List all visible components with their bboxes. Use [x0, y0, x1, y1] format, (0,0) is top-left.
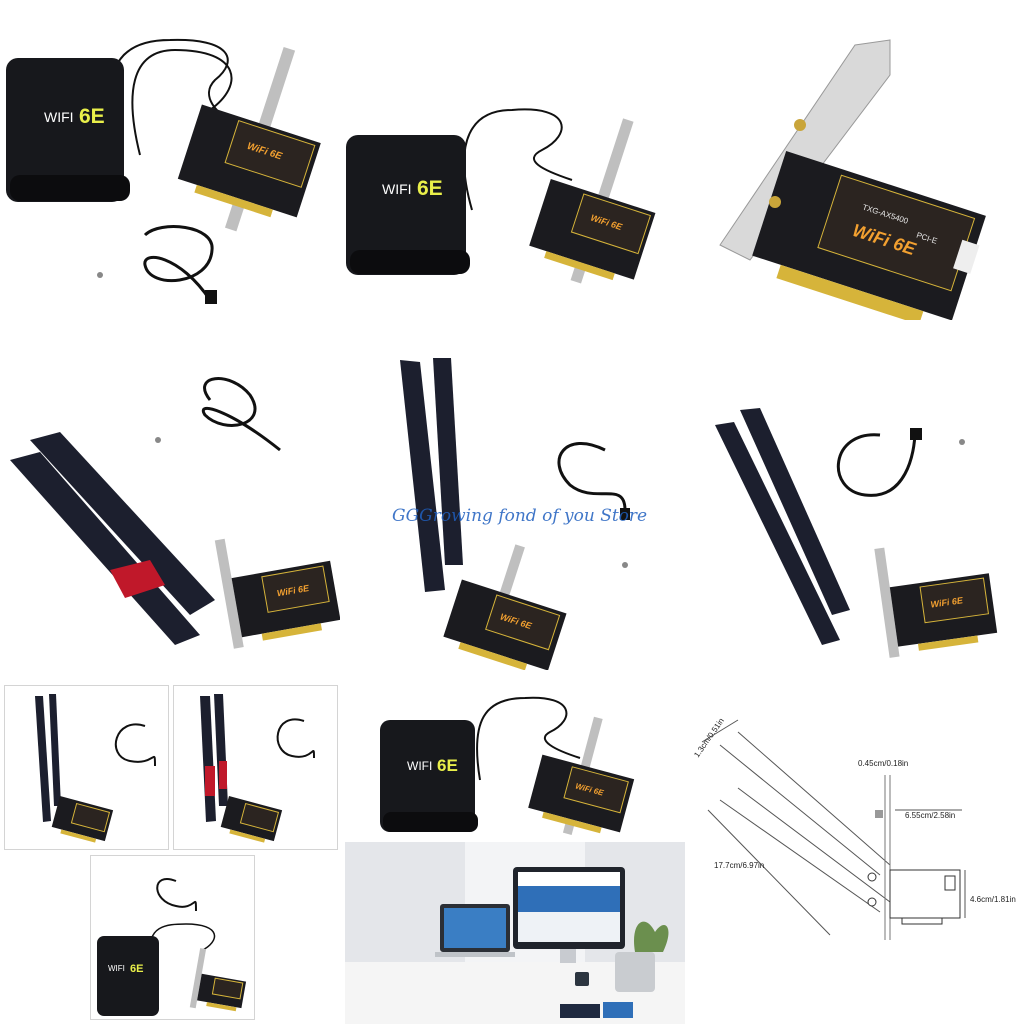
- tile-dimension-diagram: 1.3cm/0.51in 0.45cm/0.18in 6.55cm/2.58in…: [690, 690, 1024, 970]
- dim-bracket-thickness: 0.45cm/0.18in: [858, 759, 908, 768]
- thumbnail-red-antennas[interactable]: [173, 685, 338, 850]
- tile-red-antennas[interactable]: WiFi 6E: [0, 370, 340, 670]
- store-watermark: GGGrowing fond of you Store: [392, 506, 648, 526]
- product-photo: WIFI 6E WiFi 6E: [380, 696, 635, 835]
- lifestyle-photo: [345, 842, 685, 1024]
- dim-card-height: 4.6cm/1.81in: [970, 895, 1016, 904]
- tile-card-closeup[interactable]: TXG-AX5400 PCI-E WiFi 6E: [700, 30, 1024, 320]
- tile-tall-antennas[interactable]: WiFi 6E: [345, 350, 675, 670]
- card-label: WiFi 6E: [930, 595, 964, 610]
- thumbnail-black-antennas[interactable]: [4, 685, 169, 850]
- thumbnail-base-kit[interactable]: WIFI 6E: [90, 855, 255, 1020]
- dimension-diagram: 1.3cm/0.51in 0.45cm/0.18in 6.55cm/2.58in…: [692, 716, 1016, 940]
- tile-base-antenna-kit-1[interactable]: WIFI 6E WiFi 6E: [0, 0, 340, 330]
- base-brand: WIFI: [44, 109, 74, 125]
- base-brand-accent: 6E: [437, 756, 458, 775]
- product-photo: WiFi 6E: [10, 377, 340, 649]
- tile-base-antenna-kit-2[interactable]: WIFI 6E WiFi 6E: [342, 90, 682, 290]
- tile-angled-antennas[interactable]: WiFi 6E: [700, 380, 1024, 670]
- product-photo: WIFI 6E WiFi 6E: [346, 108, 656, 284]
- tile-base-antenna-kit-3[interactable]: WIFI 6E WiFi 6E: [375, 690, 675, 840]
- product-photo: WIFI 6E: [97, 878, 247, 1016]
- dim-antenna-width: 1.3cm/0.51in: [692, 716, 726, 759]
- tile-office-scene[interactable]: [345, 842, 685, 1024]
- product-photo: TXG-AX5400 PCI-E WiFi 6E: [719, 39, 986, 320]
- base-brand-accent: 6E: [417, 177, 443, 200]
- product-photo: WIFI 6E WiFi 6E: [6, 38, 321, 304]
- dim-antenna-length: 17.7cm/6.97in: [714, 861, 764, 870]
- product-photo: [200, 694, 315, 843]
- base-brand: WIFI: [407, 759, 432, 773]
- base-brand: WIFI: [382, 181, 412, 197]
- base-brand: WIFI: [108, 964, 125, 973]
- product-photo: WiFi 6E: [400, 358, 630, 670]
- base-brand-accent: 6E: [130, 963, 143, 975]
- dim-card-length: 6.55cm/2.58in: [905, 811, 955, 820]
- product-photo: [35, 694, 156, 843]
- product-photo: WiFi 6E: [715, 408, 998, 658]
- base-brand-accent: 6E: [79, 105, 105, 128]
